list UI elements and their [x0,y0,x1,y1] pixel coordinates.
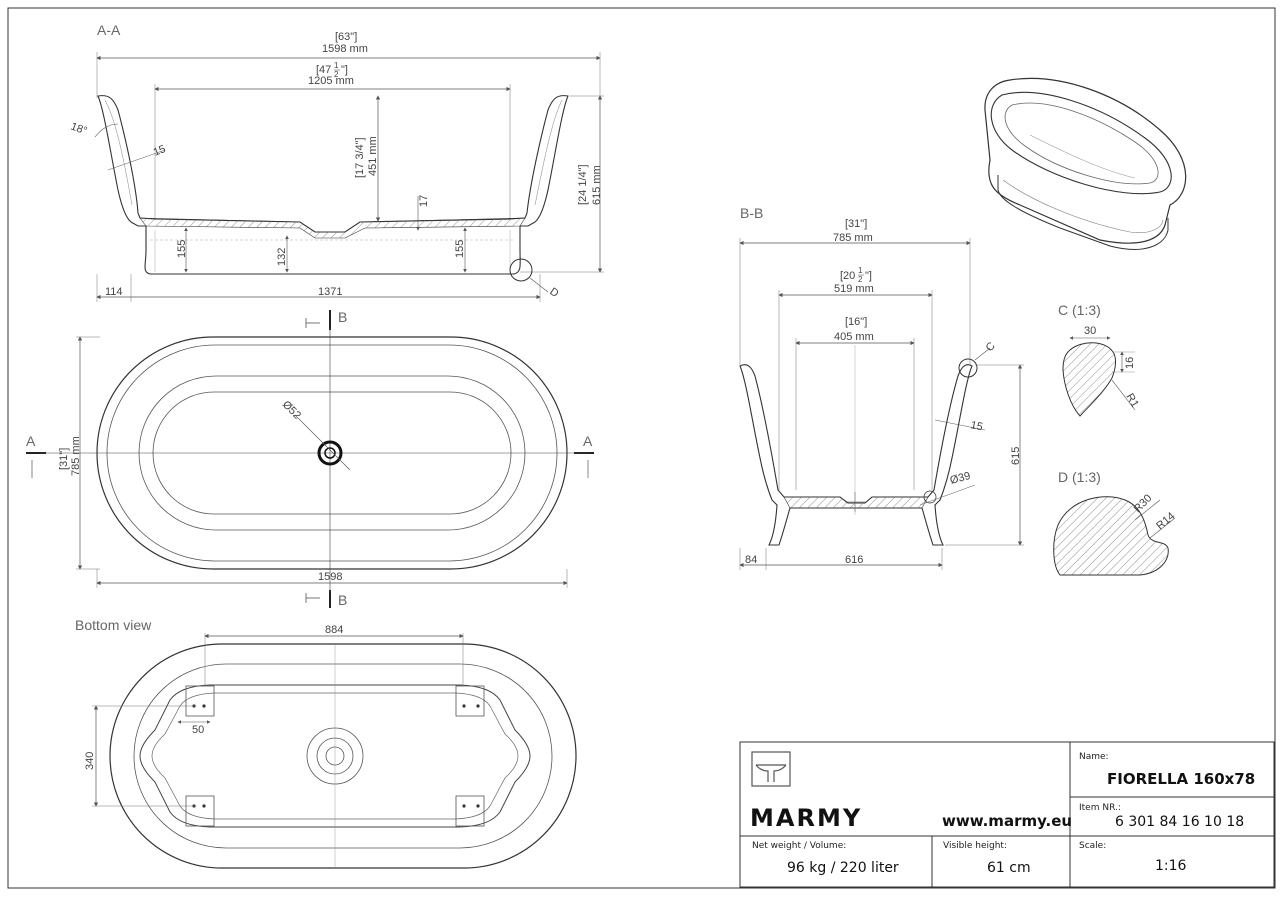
height-label: Visible height: [943,841,1007,851]
section-aa-view: A-A [63"] 1598 mm [47 1 2 "] 1205 mm [17… [69,22,604,302]
aa-inner-in: [47 [316,64,331,76]
aa-foot-center: 132 [276,248,288,266]
aa-inner-mm: 1205 mm [308,75,354,87]
detail-c-height: 16 [1124,357,1136,369]
detail-d-r-inner: R14 [1154,510,1177,532]
bb-diameter: Ø39 [949,470,972,487]
scale-value: 1:16 [1155,858,1187,874]
detail-c-view: C (1:3) 30 16 R1 [1058,302,1141,417]
brand-logo-icon [751,751,791,787]
aa-wall: 15 [152,143,168,159]
plan-width-in: [31"] [58,448,70,470]
detail-c-width: 30 [1084,325,1096,337]
item-value: 6 301 84 16 10 18 [1115,814,1244,830]
section-bb-label: B-B [740,205,763,221]
aa-height-mm: 615 mm [591,165,603,205]
plan-section-b-bottom: B [338,592,347,608]
aa-base: 17 [418,195,430,207]
name-label: Name: [1079,752,1109,762]
bb-height: 615 [1010,447,1022,465]
weight-label: Net weight / Volume: [752,841,846,851]
isometric-view [984,77,1187,250]
svg-text:2: 2 [858,275,863,284]
detail-c-label: C (1:3) [1058,302,1101,318]
bb-base: 616 [845,554,863,566]
aa-depth-in: [17 3/4"] [354,137,366,178]
plan-length: 1598 [318,571,342,583]
bottom-view: Bottom view 884 50 [75,617,577,869]
detail-c-radius: R1 [1123,392,1140,410]
svg-text:1: 1 [858,266,863,275]
svg-text:2: 2 [334,70,339,79]
item-label: Item NR.: [1079,803,1121,813]
sheet-border [7,7,1276,889]
svg-text:"]: "] [865,270,872,282]
svg-text:1: 1 [334,61,339,70]
bottom-span: 884 [325,624,343,636]
bottom-foot-width: 50 [192,724,204,736]
aa-total-mm: 1598 mm [322,43,368,55]
bb-inner-in: [16"] [845,316,867,328]
weight-value: 96 kg / 220 liter [787,860,899,876]
plan-section-b-top: B [338,309,347,325]
aa-angle: 18° [69,121,89,138]
name-value: FIORELLA 160x78 [1107,770,1255,788]
aa-total-in: [63"] [335,31,357,43]
bb-inner-mm: 405 mm [834,331,874,343]
aa-foot-right: 155 [454,240,466,258]
brand-website: www.marmy.eu [942,812,1072,830]
bb-offset: 84 [745,554,757,566]
bb-detail-ref: C [984,340,998,354]
height-value: 61 cm [987,860,1031,876]
plan-view: B B A A Ø52 [31"] 785 mm 1 [26,309,594,608]
scale-label: Scale: [1079,841,1106,851]
detail-d-label: D (1:3) [1058,469,1101,485]
aa-offset: 114 [105,286,123,298]
aa-base-length: 1371 [318,286,342,298]
plan-section-a-left: A [26,433,36,449]
bottom-view-label: Bottom view [75,617,152,633]
aa-height-in: [24 1/4"] [577,164,589,205]
bb-wall: 15 [969,419,983,433]
svg-text:"]: "] [341,64,348,76]
title-block: MARMY www.marmy.eu Name: FIORELLA 160x78… [739,741,1275,888]
bb-mid-mm: 519 mm [834,283,874,295]
bottom-foot-spacing: 340 [84,752,96,770]
plan-diameter: Ø52 [280,399,303,422]
section-aa-label: A-A [97,22,121,38]
plan-width-mm: 785 mm [70,436,82,476]
bb-total-in: [31"] [845,218,867,230]
aa-depth-mm: 451 mm [367,136,379,176]
bb-mid-in: [20 [840,270,855,282]
bb-total-mm: 785 mm [833,232,873,244]
section-bb-view: B-B [31"] 785 mm [20 1 2 "] 519 mm [16"]… [739,205,1024,570]
detail-d-view: D (1:3) R30 R14 [1053,469,1177,576]
plan-section-a-right: A [583,433,593,449]
aa-detail-ref: D [547,286,560,300]
aa-foot-left: 155 [176,240,188,258]
brand-name: MARMY [750,804,862,832]
